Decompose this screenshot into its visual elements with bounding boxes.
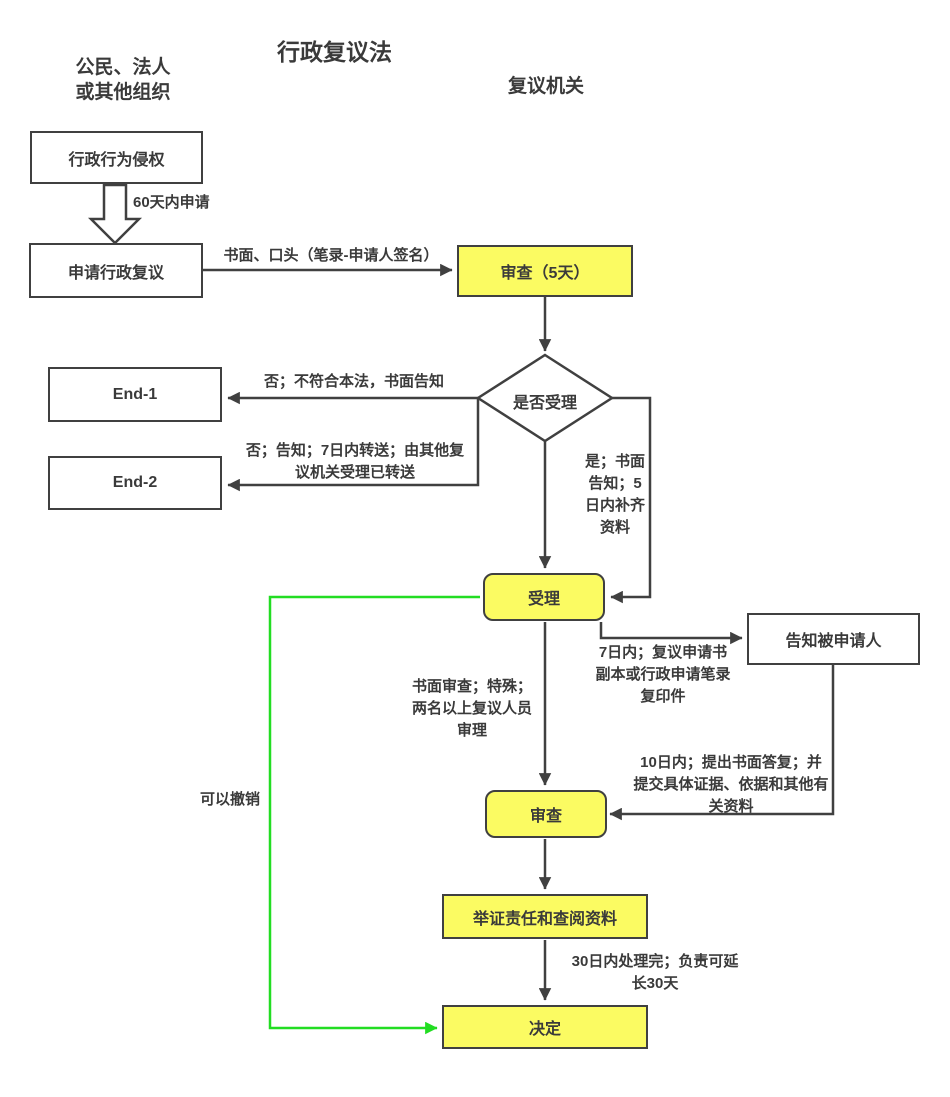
column-header-applicant: 公民、法人 或其他组织: [75, 57, 171, 103]
decision-diamond-shape: [475, 353, 615, 443]
edge-diamond-to-end2: [227, 398, 480, 492]
label-written-or-oral: 书面、口头（笔录-申请人签名）: [223, 247, 439, 264]
node-end2: End-2: [48, 456, 222, 510]
node-infringement: 行政行为侵权: [30, 131, 203, 184]
label-yes-supplement: 是；书面 告知；5 日内补齐 资料: [584, 453, 645, 536]
node-decision: 决定: [442, 1005, 648, 1049]
node-review: 审查: [485, 790, 607, 838]
node-accept-question: 是否受理: [512, 395, 577, 412]
node-notify-respondent: 告知被申请人: [747, 613, 920, 665]
label-within-10-days: 10日内；提出书面答复；并 提交具体证据、依据和其他有 关资料: [633, 754, 829, 815]
node-accept: 受理: [483, 573, 605, 621]
edge-notify-to-review: [609, 665, 835, 821]
label-paper-review: 书面审查；特殊； 两名以上复议人员 审理: [411, 678, 532, 739]
edge-accept-to-notify: [599, 622, 743, 645]
label-within-30-days: 30日内处理完；负责可延 长30天: [571, 953, 739, 992]
label-within-60-days: 60天内申请: [133, 194, 210, 211]
node-evidence-duty: 举证责任和查阅资料: [442, 894, 648, 939]
node-end1: End-1: [48, 367, 222, 422]
label-withdraw: 可以撤销: [200, 791, 261, 808]
label-no-transfer: 否；告知；7日内转送；由其他复 议机关受理已转送: [245, 442, 465, 481]
label-within-7-days: 7日内；复议申请书 副本或行政申请笔录 复印件: [595, 644, 731, 705]
node-review-5days: 审查（5天）: [457, 245, 633, 297]
node-apply-reconsideration: 申请行政复议: [29, 243, 203, 298]
label-no-reject: 否；不符合本法，书面告知: [263, 373, 444, 390]
column-header-organ: 复议机关: [508, 76, 585, 97]
page-title: 行政复议法: [277, 39, 392, 65]
edge-withdraw-green: [268, 595, 480, 1035]
edge-diamond-right-to-accept: [610, 396, 652, 604]
block-arrow-60days: [87, 183, 143, 245]
